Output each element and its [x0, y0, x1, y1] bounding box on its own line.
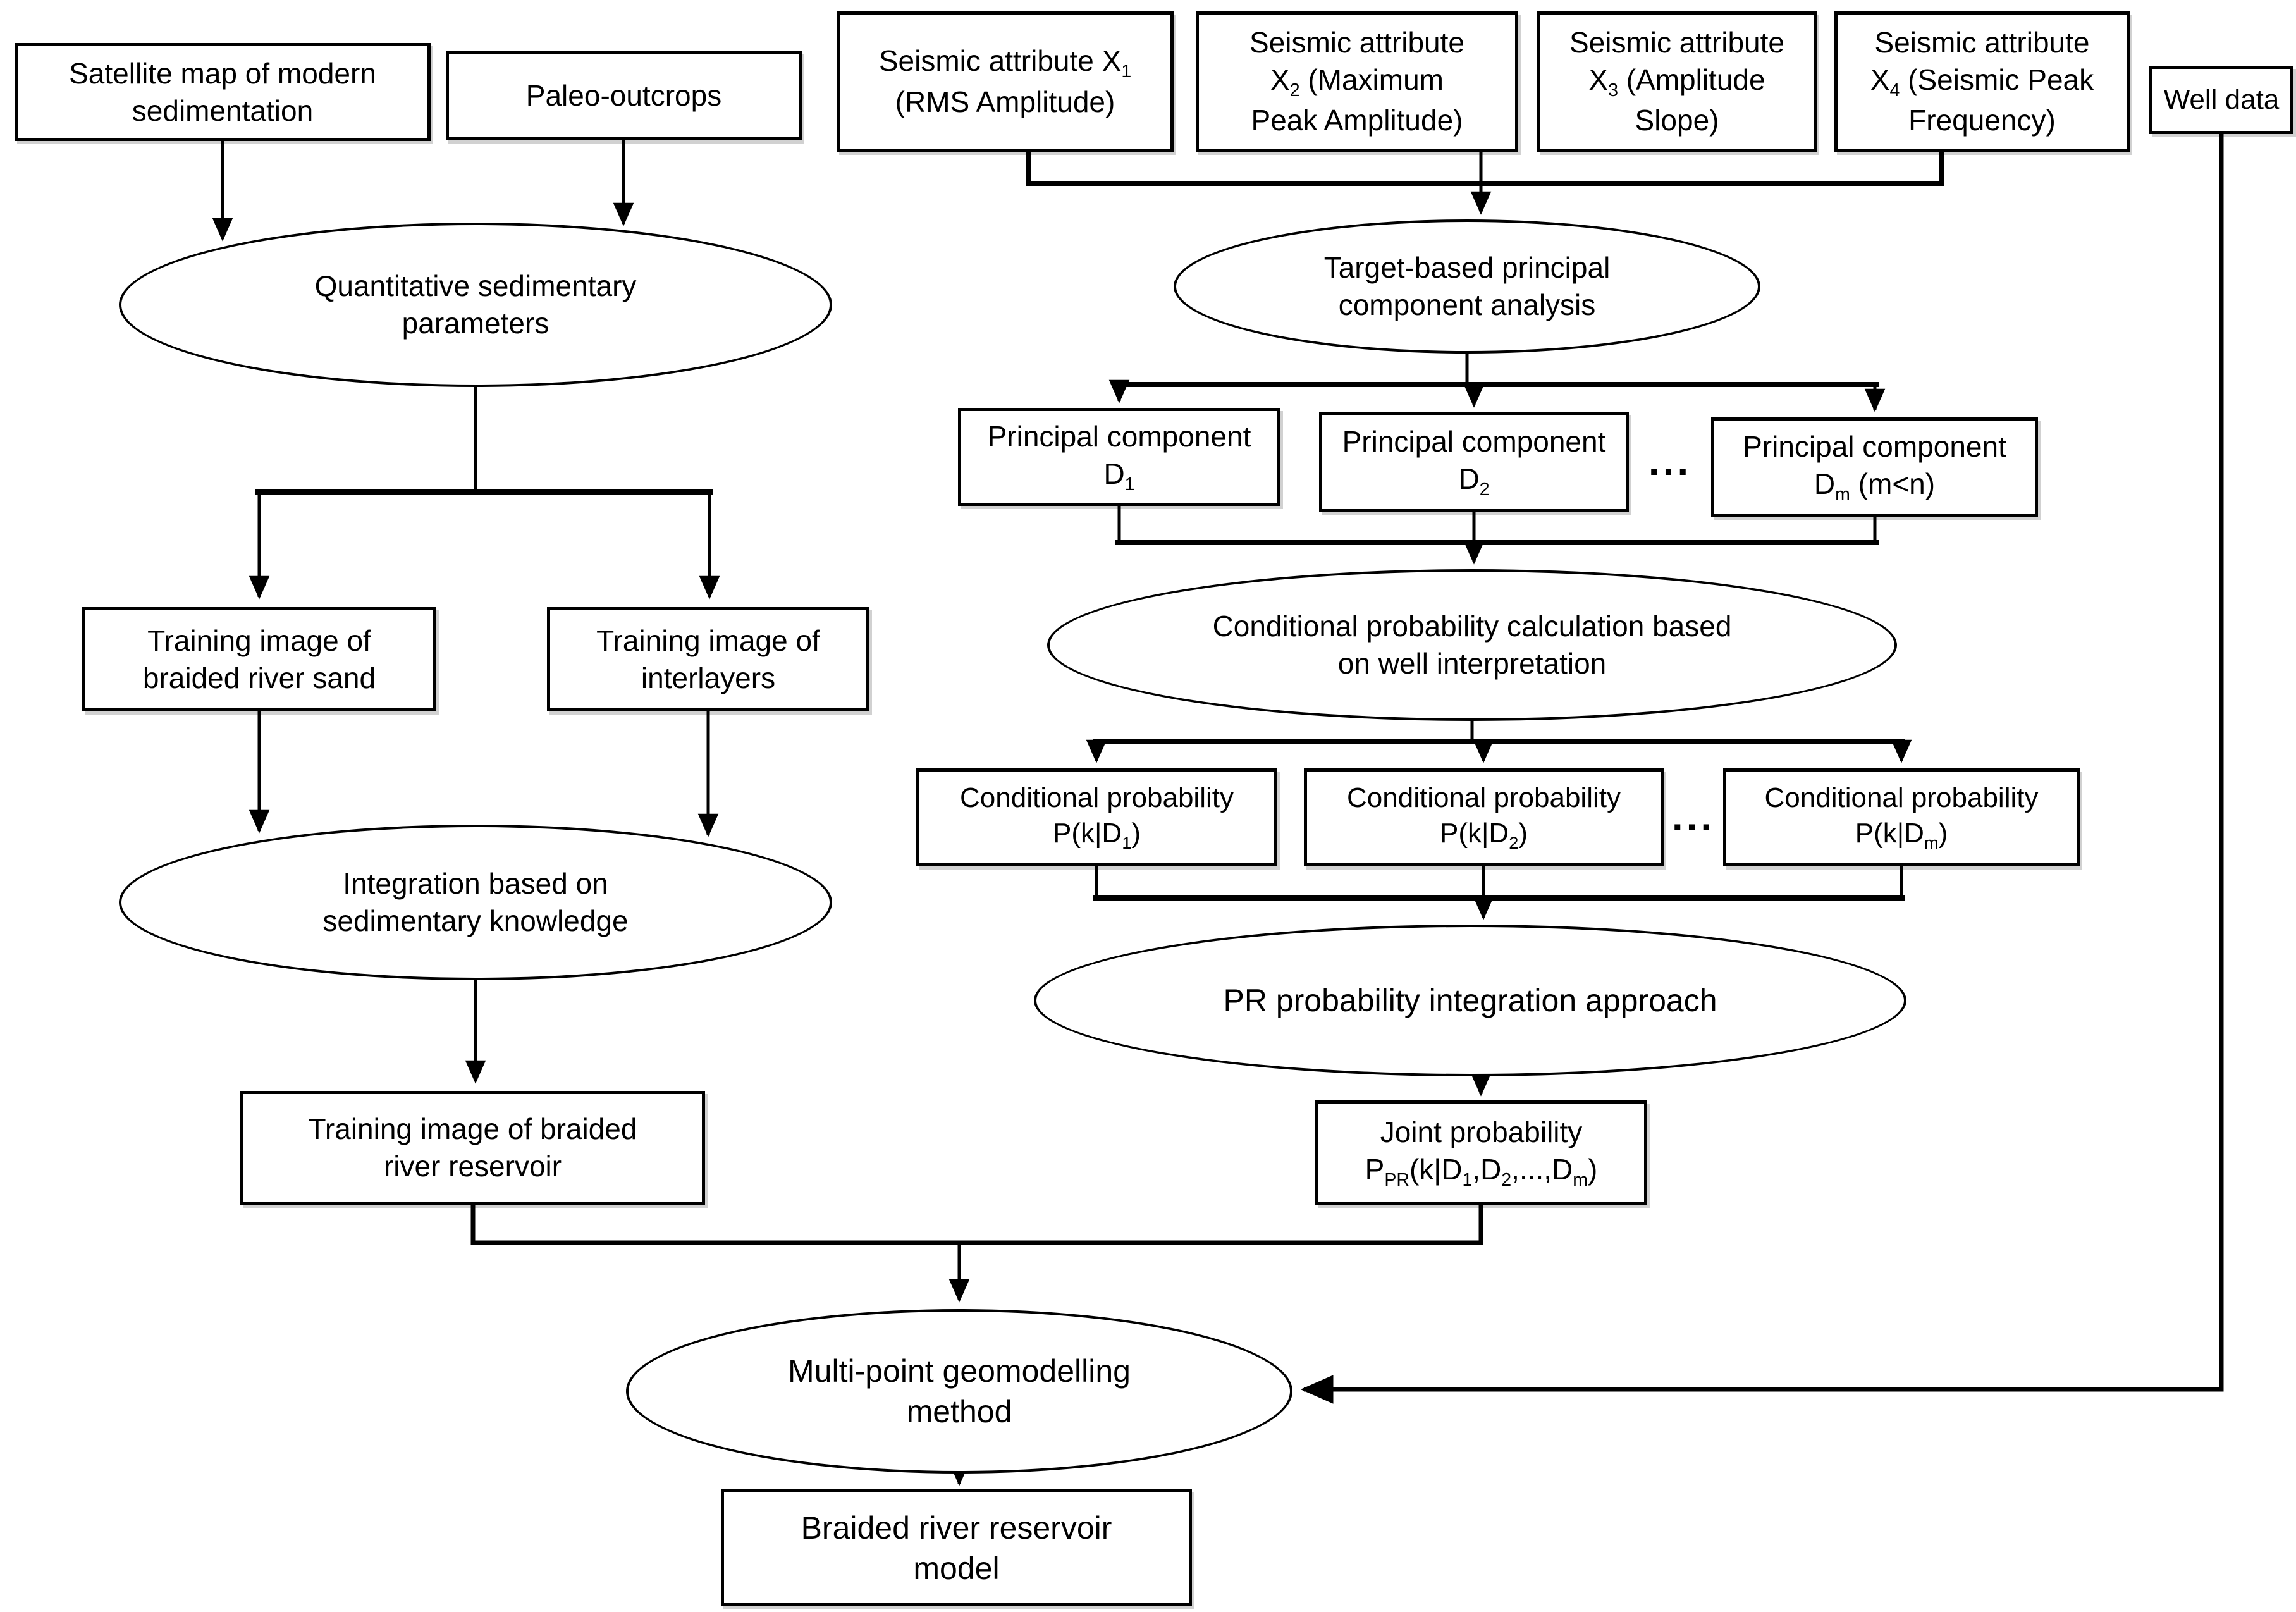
principal-component-dm-label: Principal component Dm (m<n) — [1743, 430, 2006, 505]
quantitative-parameters-node: Quantitative sedimentary parameters — [119, 223, 832, 387]
bracket-seismic — [1026, 152, 1944, 186]
ellipsis-conditional-probabilities: ... — [1671, 794, 1716, 840]
integration-knowledge-label: Integration based on sedimentary knowled… — [322, 867, 629, 937]
conditional-calc-node: Conditional probability calculation base… — [1047, 569, 1897, 721]
training-image-interlayers-label: Training image of interlayers — [596, 624, 820, 694]
paleo-outcrops-node: Paleo-outcrops — [446, 51, 802, 140]
target-pca-label: Target-based principal component analysi… — [1323, 251, 1611, 321]
conditional-probability-dm-node: Conditional probability P(k|Dm) — [1723, 768, 2080, 866]
satellite-map-node: Satellite map of modern sedimentation — [15, 43, 431, 141]
conditional-probability-d2-label: Conditional probability P(k|D2) — [1347, 782, 1621, 853]
arrow-well-to-multi — [1300, 134, 2224, 1404]
satellite-map-label: Satellite map of modern sedimentation — [69, 56, 376, 127]
reservoir-model-node: Braided river reservoir model — [721, 1489, 1192, 1606]
pr-integration-node: PR probability integration approach — [1034, 925, 1906, 1076]
principal-component-d1-label: Principal component D1 — [987, 419, 1251, 495]
well-data-connector — [1300, 134, 2224, 1404]
conditional-probability-d1-node: Conditional probability P(k|D1) — [916, 768, 1277, 866]
right-branch-connectors — [1026, 152, 1944, 1097]
principal-component-d2-label: Principal component D2 — [1342, 425, 1606, 500]
training-image-reservoir-label: Training image of braided river reservoi… — [308, 1112, 637, 1183]
conditional-probability-d2-node: Conditional probability P(k|D2) — [1304, 768, 1664, 866]
training-image-sand-node: Training image of braided river sand — [82, 607, 436, 711]
seismic-attribute-x3-node: Seismic attribute X3 (Amplitude Slope) — [1537, 11, 1817, 152]
training-image-sand-label: Training image of braided river sand — [142, 624, 376, 694]
well-data-node: Well data — [2149, 66, 2293, 134]
integration-knowledge-node: Integration based on sedimentary knowled… — [119, 825, 832, 980]
principal-component-d1-node: Principal component D1 — [958, 408, 1280, 506]
seismic-attribute-x3-label: Seismic attribute X3 (Amplitude Slope) — [1569, 25, 1784, 137]
training-image-reservoir-node: Training image of braided river reservoi… — [240, 1091, 705, 1205]
joint-probability-label: Joint probability PPR(k|D1,D2,...,Dm) — [1365, 1115, 1598, 1190]
seismic-attribute-x2-node: Seismic attribute X2 (Maximum Peak Ampli… — [1196, 11, 1518, 152]
target-pca-node: Target-based principal component analysi… — [1174, 219, 1760, 354]
left-branch-connectors — [212, 140, 1483, 1486]
principal-component-d2-node: Principal component D2 — [1319, 412, 1629, 512]
joint-probability-node: Joint probability PPR(k|D1,D2,...,Dm) — [1315, 1100, 1647, 1205]
seismic-attribute-x2-label: Seismic attribute X2 (Maximum Peak Ampli… — [1249, 25, 1464, 137]
pr-integration-label: PR probability integration approach — [1223, 983, 1717, 1018]
conditional-probability-dm-label: Conditional probability P(k|Dm) — [1764, 782, 2039, 853]
multipoint-geomodelling-label: Multi-point geomodelling method — [788, 1353, 1131, 1429]
seismic-attribute-x4-node: Seismic attribute X4 (Seismic Peak Frequ… — [1834, 11, 2130, 152]
reservoir-model-label: Braided river reservoir model — [801, 1510, 1112, 1586]
quantitative-parameters-label: Quantitative sedimentary parameters — [314, 269, 637, 340]
training-image-interlayers-node: Training image of interlayers — [547, 607, 869, 711]
multipoint-geomodelling-node: Multi-point geomodelling method — [626, 1309, 1292, 1474]
conditional-probability-d1-label: Conditional probability P(k|D1) — [960, 782, 1234, 853]
principal-component-dm-node: Principal component Dm (m<n) — [1711, 417, 2038, 517]
conditional-calc-label: Conditional probability calculation base… — [1212, 610, 1732, 680]
merge-trainres-joint — [470, 1205, 1483, 1245]
seismic-attribute-x1-label: Seismic attribute X1 (RMS Amplitude) — [878, 44, 1132, 118]
well-data-label: Well data — [2163, 83, 2280, 115]
ellipsis-principal-components: ... — [1648, 438, 1692, 484]
seismic-attribute-x4-label: Seismic attribute X4 (Seismic Peak Frequ… — [1870, 25, 2094, 137]
paleo-outcrops-label: Paleo-outcrops — [525, 78, 722, 112]
seismic-attribute-x1-node: Seismic attribute X1 (RMS Amplitude) — [837, 11, 1174, 152]
